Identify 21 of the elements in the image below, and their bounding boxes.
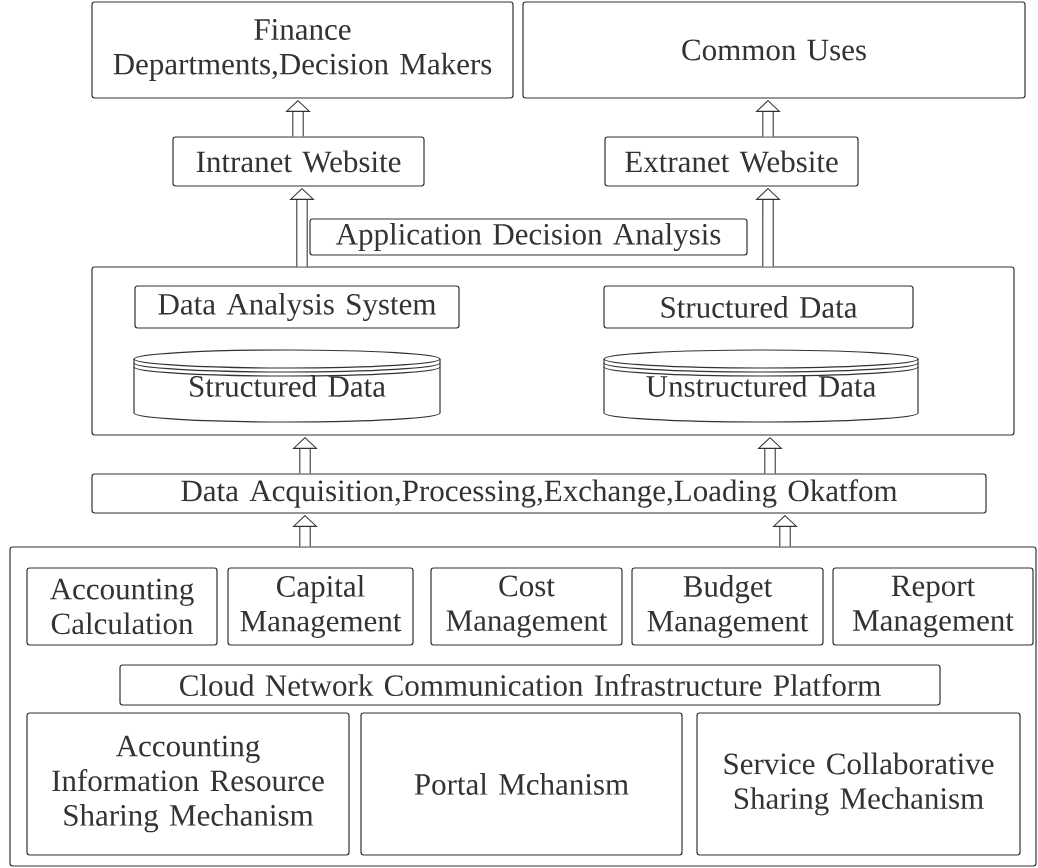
text-box: Report Management [832,567,1034,646]
text-box: Portal Mchanism [360,712,683,856]
text-box: Service Collaborative Sharing Mechanism [696,712,1021,856]
panel-frame [91,266,1015,436]
text-box: Application Decision Analysis [309,218,748,256]
text-box: Data Analysis System [134,285,460,329]
text-box: Common Uses [522,1,1026,99]
text-box: Structured Data [603,285,914,329]
database-cylinder: Unstructured Data [603,349,919,423]
text-box: Extranet Website [604,136,859,187]
text-box: Finance Departments,Decision Makers [91,1,514,99]
text-box: Accounting Information Resource Sharing Mechanism [26,712,350,856]
text-box: Data Acquisition,Processing,Exchange,Loading Okatfom [91,473,987,514]
panel-frame [9,546,1037,867]
text-box: Cost Management [430,567,623,646]
text-box: Accounting Calculation [26,567,218,646]
database-cylinder: Structured Data [133,349,441,423]
text-box: Budget Management [631,567,824,646]
text-box: Capital Management [227,567,414,646]
text-box: Cloud Network Communication Infrastructure Platform [119,664,941,706]
text-box: Intranet Website [172,136,425,187]
